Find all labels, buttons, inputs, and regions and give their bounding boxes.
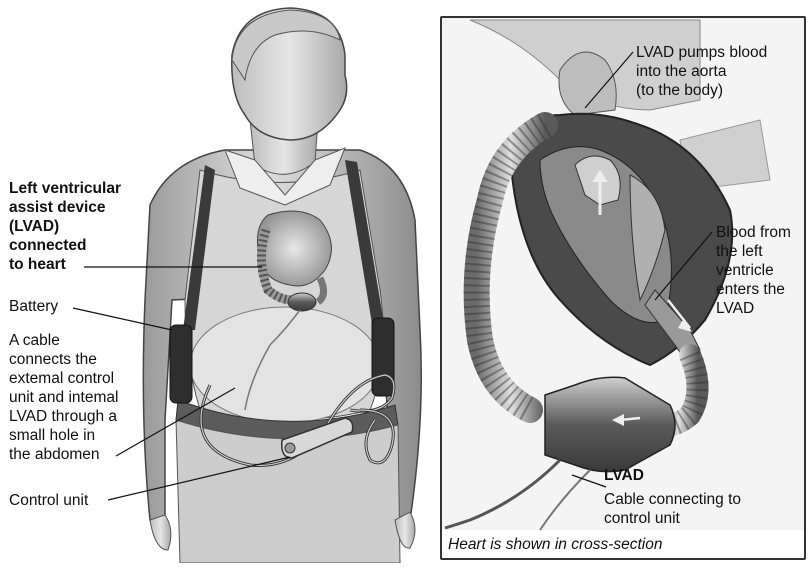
lvad-pump-small — [288, 293, 316, 311]
blood-from-label: Blood from the left ventricle enters the… — [716, 223, 791, 318]
heart-small — [257, 211, 331, 286]
battery-label: Battery — [9, 297, 58, 316]
battery-left — [170, 325, 192, 403]
cross-section-caption: Heart is shown in cross-section — [448, 536, 663, 554]
patient-figure — [143, 8, 421, 563]
lvad-label: LVAD — [604, 466, 644, 485]
lvad-device-label: Left ventricular assist device (LVAD) co… — [9, 179, 121, 274]
control-unit-label: Control unit — [9, 491, 88, 510]
pumps-label: LVAD pumps blood into the aorta (to the … — [636, 43, 767, 100]
cable-label: A cable connects the extemal control uni… — [9, 331, 118, 464]
cable-connecting-label: Cable connecting to control unit — [604, 490, 741, 528]
battery-right — [372, 318, 394, 396]
